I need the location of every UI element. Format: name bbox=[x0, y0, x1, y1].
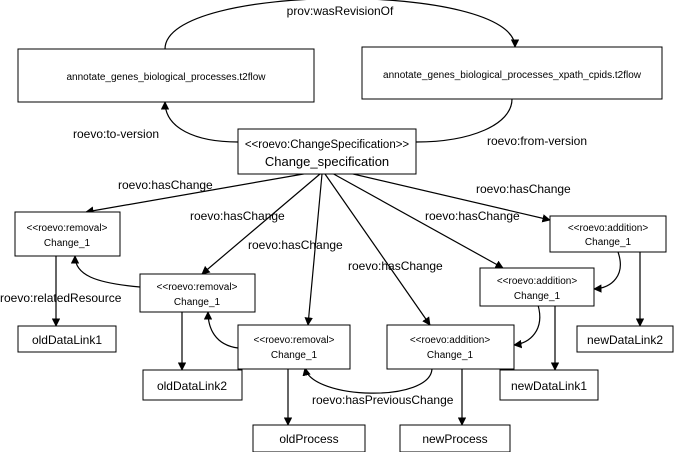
node-workflow-right: annotate_genes_biological_processes_xpat… bbox=[361, 46, 663, 100]
edge-has-change-add3 bbox=[335, 169, 551, 223]
label-has-change-5: roevo:hasChange bbox=[425, 209, 520, 223]
edge-prev-add2-add1 bbox=[513, 304, 541, 349]
node-addition-1-type: <<roevo:addition> bbox=[410, 335, 491, 346]
node-addition-2-label: Change_1 bbox=[514, 291, 561, 302]
node-old-process-label: oldProcess bbox=[279, 432, 338, 446]
node-addition-3: <<roevo:addition> Change_1 bbox=[549, 215, 667, 253]
edge-prev-rem3-rem2 bbox=[203, 311, 239, 349]
node-removal-1-label: Change_1 bbox=[44, 238, 91, 249]
edge-from-version bbox=[415, 98, 513, 143]
node-old-data-link-2: oldDataLink2 bbox=[142, 369, 243, 401]
node-new-process: newProcess bbox=[399, 424, 511, 452]
node-workflow-left: annotate_genes_biological_processes.t2fl… bbox=[17, 48, 315, 103]
label-has-change-3: roevo:hasChange bbox=[248, 238, 343, 252]
label-has-change-2: roevo:hasChange bbox=[190, 209, 285, 223]
node-old-data-link-2-label: oldDataLink2 bbox=[157, 379, 227, 393]
label-has-change-4: roevo:hasChange bbox=[348, 259, 443, 273]
edge-has-change-add2 bbox=[329, 171, 504, 269]
edge-prev-add1-rem3 bbox=[302, 367, 433, 394]
node-addition-3-label: Change_1 bbox=[585, 237, 632, 248]
node-addition-2-type: <<roevo:addition> bbox=[497, 276, 578, 287]
node-removal-2-label: Change_1 bbox=[174, 297, 221, 308]
label-was-revision-of: prov:wasRevisionOf bbox=[287, 4, 394, 18]
node-removal-2-type: <<roevo:removal> bbox=[157, 282, 238, 293]
node-new-data-link-1: newDataLink1 bbox=[499, 369, 599, 401]
node-removal-2: <<roevo:removal> Change_1 bbox=[139, 273, 256, 313]
edge-prev-add3-add2 bbox=[593, 251, 621, 293]
node-new-data-link-2-label: newDataLink2 bbox=[587, 333, 663, 347]
node-old-data-link-1-label: oldDataLink1 bbox=[32, 333, 102, 347]
node-change-specification: <<roevo:ChangeSpecification>> Change_spe… bbox=[237, 128, 417, 175]
node-new-data-link-2: newDataLink2 bbox=[576, 325, 674, 353]
node-addition-2: <<roevo:addition> Change_1 bbox=[479, 267, 595, 307]
node-workflow-left-label: annotate_genes_biological_processes.t2fl… bbox=[66, 72, 266, 83]
node-change-specification-type: <<roevo:ChangeSpecification>> bbox=[245, 139, 410, 151]
node-addition-1-label: Change_1 bbox=[427, 350, 474, 361]
label-related-resource: roevo:relatedResource bbox=[0, 291, 122, 305]
label-to-version: roevo:to-version bbox=[73, 127, 159, 141]
node-new-process-label: newProcess bbox=[422, 432, 487, 446]
edge-has-change-rem3 bbox=[304, 173, 323, 326]
node-old-data-link-1: oldDataLink1 bbox=[17, 325, 117, 353]
node-removal-3: <<roevo:removal> Change_1 bbox=[237, 324, 351, 370]
node-removal-1-type: <<roevo:removal> bbox=[27, 223, 108, 234]
label-has-change-1: roevo:hasChange bbox=[118, 178, 213, 192]
node-workflow-right-label: annotate_genes_biological_processes_xpat… bbox=[383, 70, 642, 81]
label-has-change-6: roevo:hasChange bbox=[476, 182, 571, 196]
node-new-data-link-1-label: newDataLink1 bbox=[511, 379, 587, 393]
node-removal-1: <<roevo:removal> Change_1 bbox=[14, 211, 121, 257]
node-change-specification-label: Change_specification bbox=[265, 154, 389, 169]
edge-was-revision-of bbox=[164, 0, 520, 50]
node-addition-3-type: <<roevo:addition> bbox=[568, 223, 649, 234]
edge-prev-rem2-rem1 bbox=[70, 255, 141, 288]
edge-to-version bbox=[160, 101, 239, 143]
edge-has-change-rem2 bbox=[201, 173, 321, 275]
node-removal-3-type: <<roevo:removal> bbox=[254, 335, 335, 346]
edge-has-change-rem1 bbox=[85, 171, 316, 215]
label-has-previous-change: roevo:hasPreviousChange bbox=[312, 393, 454, 407]
node-old-process: oldProcess bbox=[252, 424, 366, 452]
edge-has-change-add1 bbox=[324, 173, 431, 326]
node-addition-1: <<roevo:addition> Change_1 bbox=[386, 324, 515, 370]
label-from-version: roevo:from-version bbox=[487, 134, 587, 148]
node-removal-3-label: Change_1 bbox=[271, 350, 318, 361]
